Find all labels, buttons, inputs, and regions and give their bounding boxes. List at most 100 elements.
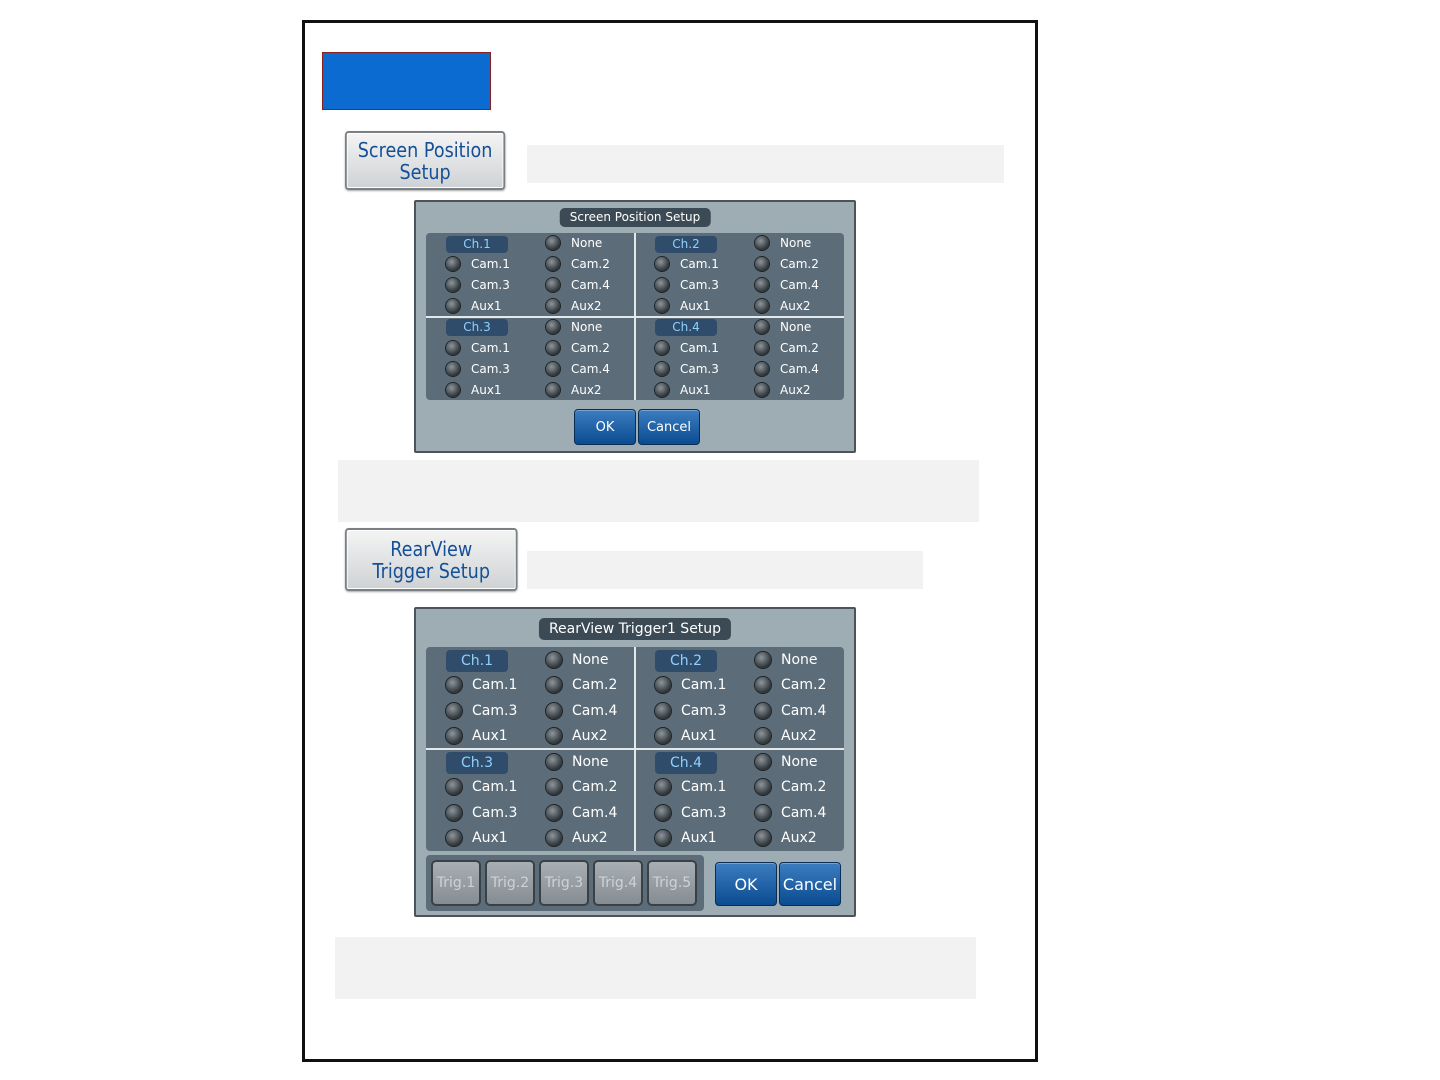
radio-icon[interactable]	[655, 340, 669, 355]
radio-icon[interactable]	[755, 830, 771, 847]
radio-icon[interactable]	[446, 702, 462, 719]
ok-button[interactable]: OK	[574, 409, 636, 445]
radio-option[interactable]: None	[755, 749, 818, 775]
radio-icon[interactable]	[755, 236, 769, 251]
radio-option[interactable]: Cam.1	[655, 775, 726, 801]
cancel-button[interactable]: Cancel	[779, 862, 841, 906]
radio-icon[interactable]	[755, 677, 771, 694]
radio-option[interactable]: Cam.1	[655, 337, 719, 358]
radio-option[interactable]: Cam.3	[446, 800, 517, 826]
radio-icon[interactable]	[546, 340, 560, 355]
radio-option[interactable]: Cam.1	[655, 673, 726, 699]
radio-option[interactable]: Cam.1	[446, 673, 517, 699]
radio-option[interactable]: Aux1	[446, 826, 508, 852]
radio-icon[interactable]	[446, 361, 460, 376]
radio-option[interactable]: Cam.4	[546, 275, 610, 296]
radio-option[interactable]: Aux2	[755, 826, 817, 852]
radio-icon[interactable]	[546, 651, 562, 668]
screen-position-setup-button[interactable]: Screen Position Setup	[345, 131, 506, 190]
radio-icon[interactable]	[446, 382, 460, 397]
radio-option[interactable]: Cam.1	[655, 254, 719, 275]
radio-option[interactable]: Aux1	[655, 379, 711, 400]
radio-icon[interactable]	[655, 728, 671, 745]
radio-icon[interactable]	[755, 753, 771, 770]
radio-icon[interactable]	[446, 278, 460, 293]
radio-icon[interactable]	[655, 257, 669, 272]
radio-option[interactable]: Cam.4	[755, 358, 819, 379]
trigger-button-4[interactable]: Trig.4	[593, 860, 643, 906]
radio-icon[interactable]	[755, 804, 771, 821]
radio-option[interactable]: Cam.1	[446, 337, 510, 358]
radio-icon[interactable]	[546, 257, 560, 272]
radio-icon[interactable]	[546, 236, 560, 251]
radio-icon[interactable]	[546, 804, 562, 821]
radio-option[interactable]: Aux1	[446, 724, 508, 750]
radio-option[interactable]: Cam.3	[655, 275, 719, 296]
radio-icon[interactable]	[755, 382, 769, 397]
radio-option[interactable]: Cam.2	[546, 254, 610, 275]
radio-icon[interactable]	[446, 340, 460, 355]
radio-icon[interactable]	[755, 257, 769, 272]
radio-option[interactable]: Cam.3	[446, 358, 510, 379]
radio-icon[interactable]	[446, 257, 460, 272]
radio-icon[interactable]	[546, 299, 560, 314]
radio-icon[interactable]	[655, 830, 671, 847]
radio-option[interactable]: Aux1	[655, 724, 717, 750]
radio-option[interactable]: Aux2	[546, 296, 602, 317]
radio-icon[interactable]	[546, 382, 560, 397]
radio-option[interactable]: Cam.2	[755, 673, 826, 699]
radio-option[interactable]: Aux1	[446, 296, 502, 317]
radio-icon[interactable]	[546, 361, 560, 376]
radio-option[interactable]: Aux1	[446, 379, 502, 400]
radio-option[interactable]: Cam.2	[546, 337, 610, 358]
radio-option[interactable]: Cam.3	[655, 800, 726, 826]
radio-icon[interactable]	[546, 728, 562, 745]
radio-option[interactable]: Cam.3	[655, 698, 726, 724]
radio-icon[interactable]	[655, 702, 671, 719]
radio-option[interactable]: Aux2	[755, 296, 811, 317]
radio-option[interactable]: Aux2	[755, 724, 817, 750]
radio-icon[interactable]	[755, 779, 771, 796]
radio-option[interactable]: Aux2	[546, 379, 602, 400]
radio-option[interactable]: Cam.3	[655, 358, 719, 379]
radio-icon[interactable]	[755, 651, 771, 668]
radio-icon[interactable]	[546, 278, 560, 293]
radio-icon[interactable]	[546, 702, 562, 719]
radio-option[interactable]: None	[546, 749, 609, 775]
radio-option[interactable]: Cam.2	[755, 254, 819, 275]
radio-option[interactable]: Cam.4	[546, 800, 617, 826]
radio-option[interactable]: Cam.4	[755, 275, 819, 296]
radio-icon[interactable]	[655, 677, 671, 694]
radio-icon[interactable]	[655, 779, 671, 796]
radio-icon[interactable]	[546, 753, 562, 770]
radio-option[interactable]: None	[755, 317, 811, 338]
trigger-button-1[interactable]: Trig.1	[431, 860, 481, 906]
radio-option[interactable]: Cam.3	[446, 698, 517, 724]
radio-option[interactable]: Cam.1	[446, 254, 510, 275]
trigger-button-3[interactable]: Trig.3	[539, 860, 589, 906]
radio-option[interactable]: Aux1	[655, 296, 711, 317]
radio-option[interactable]: Cam.2	[755, 337, 819, 358]
radio-icon[interactable]	[755, 299, 769, 314]
radio-option[interactable]: Cam.2	[546, 775, 617, 801]
radio-option[interactable]: Aux2	[546, 724, 608, 750]
radio-icon[interactable]	[546, 677, 562, 694]
radio-option[interactable]: Cam.4	[755, 698, 826, 724]
radio-option[interactable]: Aux1	[655, 826, 717, 852]
radio-icon[interactable]	[446, 830, 462, 847]
radio-icon[interactable]	[546, 779, 562, 796]
radio-icon[interactable]	[655, 804, 671, 821]
radio-icon[interactable]	[446, 728, 462, 745]
trigger-button-5[interactable]: Trig.5	[647, 860, 697, 906]
radio-icon[interactable]	[755, 361, 769, 376]
radio-option[interactable]: None	[546, 647, 609, 673]
radio-option[interactable]: None	[755, 647, 818, 673]
radio-icon[interactable]	[655, 278, 669, 293]
cancel-button[interactable]: Cancel	[638, 409, 700, 445]
radio-icon[interactable]	[546, 319, 560, 334]
radio-icon[interactable]	[755, 728, 771, 745]
radio-icon[interactable]	[446, 779, 462, 796]
trigger-button-2[interactable]: Trig.2	[485, 860, 535, 906]
radio-option[interactable]: Cam.3	[446, 275, 510, 296]
radio-option[interactable]: None	[546, 317, 602, 338]
